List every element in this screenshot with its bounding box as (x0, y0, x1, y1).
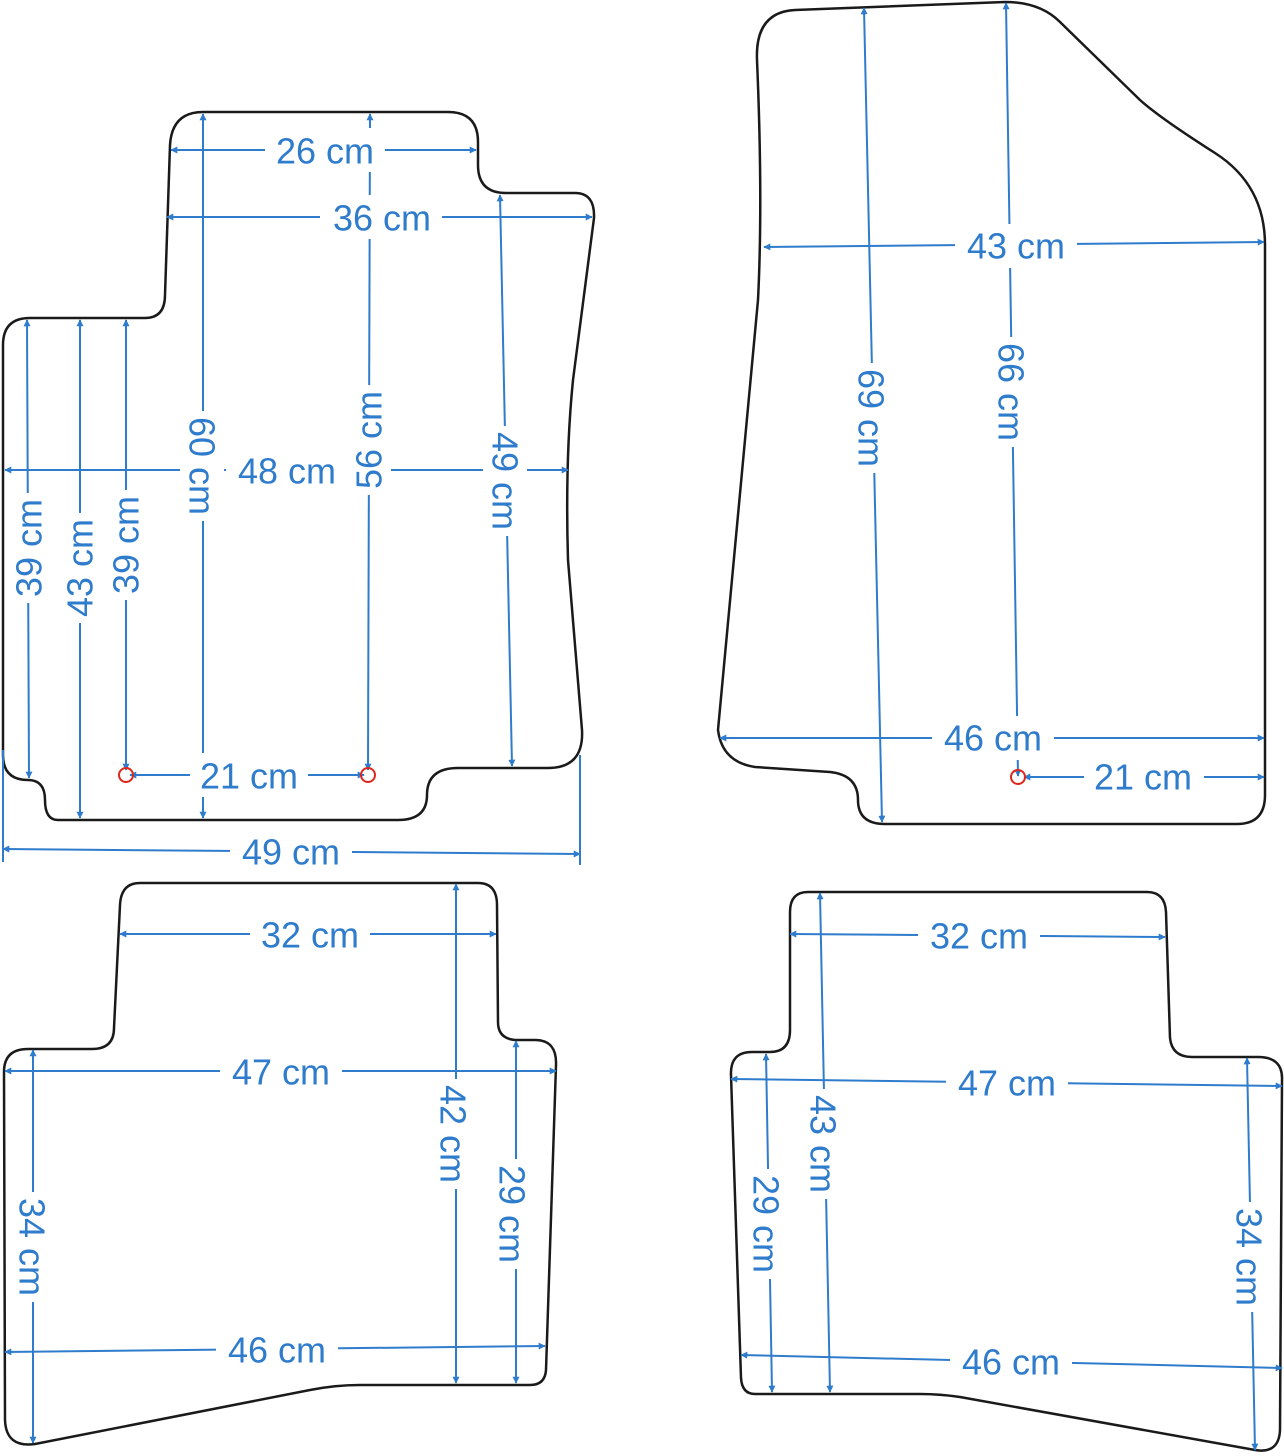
dim-label-49-overall: 49 cm (242, 832, 340, 873)
rear-left-mat-outline (2, 881, 558, 1446)
fixing-point-marker (118, 767, 134, 783)
dim-label-26: 26 cm (276, 131, 374, 172)
dim-label-43: 43 cm (60, 519, 101, 617)
rear-left-mat: 32 cm 47 cm 46 cm 34 cm 42 cm 29 cm (2, 881, 558, 1446)
fixing-point-marker (1010, 769, 1026, 785)
dim-label-34: 34 cm (12, 1198, 53, 1296)
dim-label-43: 43 cm (803, 1095, 844, 1193)
dim-label-43: 43 cm (967, 226, 1065, 267)
dim-label-32: 32 cm (261, 915, 359, 956)
dim-label-36: 36 cm (333, 198, 431, 239)
fixing-point-marker (360, 767, 376, 783)
dim-label-21: 21 cm (1094, 757, 1192, 798)
dim-label-29: 29 cm (746, 1175, 787, 1273)
label-group: 32 cm 47 cm 46 cm 34 cm 42 cm 29 cm (10, 912, 534, 1372)
dim-label-48: 48 cm (238, 451, 336, 492)
dim-label-39-a: 39 cm (9, 499, 50, 597)
dim-label-21: 21 cm (200, 756, 298, 797)
dim-label-46: 46 cm (228, 1330, 326, 1371)
dim-label-34: 34 cm (1229, 1208, 1270, 1306)
dim-label-56: 56 cm (349, 391, 390, 489)
front-left-mat: 26 cm 36 cm 48 cm 21 cm 49 cm 39 cm 43 c… (1, 110, 596, 874)
dim-label-49-v: 49 cm (485, 432, 526, 530)
label-group: 26 cm 36 cm 48 cm 21 cm 49 cm 39 cm 43 c… (7, 128, 527, 874)
dim-label-60: 60 cm (182, 417, 223, 515)
rear-right-mat-outline (729, 890, 1284, 1452)
rear-right-mat: 32 cm 47 cm 46 cm 43 cm 29 cm 34 cm (729, 890, 1284, 1452)
dim-label-46: 46 cm (944, 718, 1042, 759)
dim-label-69: 69 cm (851, 369, 892, 467)
label-group: 43 cm 46 cm 21 cm 69 cm 66 cm (849, 224, 1204, 799)
dim-label-42: 42 cm (433, 1085, 474, 1183)
dim-label-47: 47 cm (958, 1063, 1056, 1104)
dim-label-29: 29 cm (492, 1165, 533, 1263)
dim-label-46: 46 cm (962, 1342, 1060, 1383)
dim-label-32: 32 cm (930, 916, 1028, 957)
dim-label-47: 47 cm (232, 1052, 330, 1093)
dim-label-39-b: 39 cm (106, 496, 147, 594)
dim-label-66: 66 cm (991, 343, 1032, 441)
front-right-mat: 43 cm 46 cm 21 cm 69 cm 66 cm (716, 0, 1267, 826)
label-group: 32 cm 47 cm 46 cm 43 cm 29 cm 34 cm (744, 914, 1271, 1384)
